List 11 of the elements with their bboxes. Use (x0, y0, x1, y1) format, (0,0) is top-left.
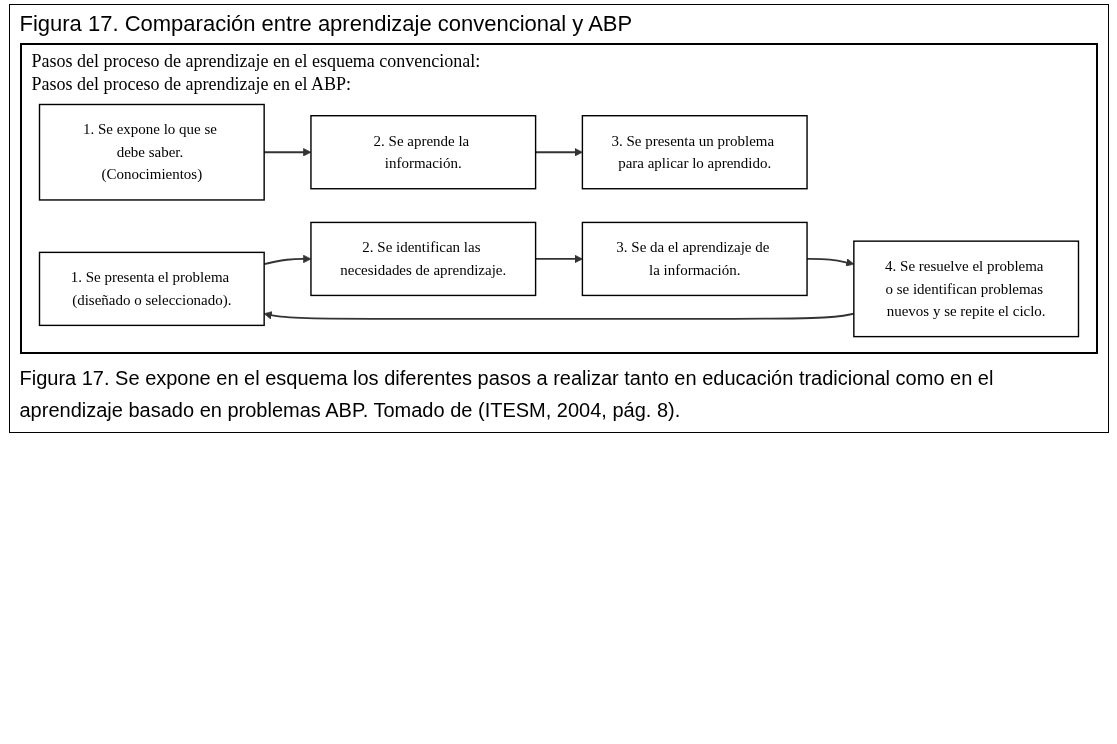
node-box: 3. Se da el aprendizaje de la información. (581, 221, 808, 297)
figure-caption: Figura 17. Se expone en el esquema los diferentes pasos a realizar tanto en educación tradicional como en el aprendizaje basado en problemas ABP. Tomado de (ITESM, 2004, pág. 8). (19, 366, 995, 424)
node-box: 1. Se presenta el problema (diseñado o seleccionado). (38, 251, 265, 327)
node-box: 1. Se expone lo que se debe saber. (Conocimientos) (38, 103, 265, 201)
section-heading: Pasos del proceso de aprendizaje en el esquema convencional: (31, 51, 482, 72)
node-box: 2. Se aprende la información. (309, 115, 536, 190)
node-box: 3. Se presenta un problema para aplicar lo aprendido. (581, 115, 808, 190)
figure-title: Figura 17. Comparación entre aprendizaje convencional y ABP (19, 11, 634, 37)
node-box: 4. Se resuelve el problema o se identifican problemas nuevos y se repite el ciclo. (852, 240, 1079, 338)
node-box: 2. Se identifican las necesidades de aprendizaje. (309, 221, 536, 297)
section-heading: Pasos del proceso de aprendizaje en el ABP: (31, 74, 352, 95)
